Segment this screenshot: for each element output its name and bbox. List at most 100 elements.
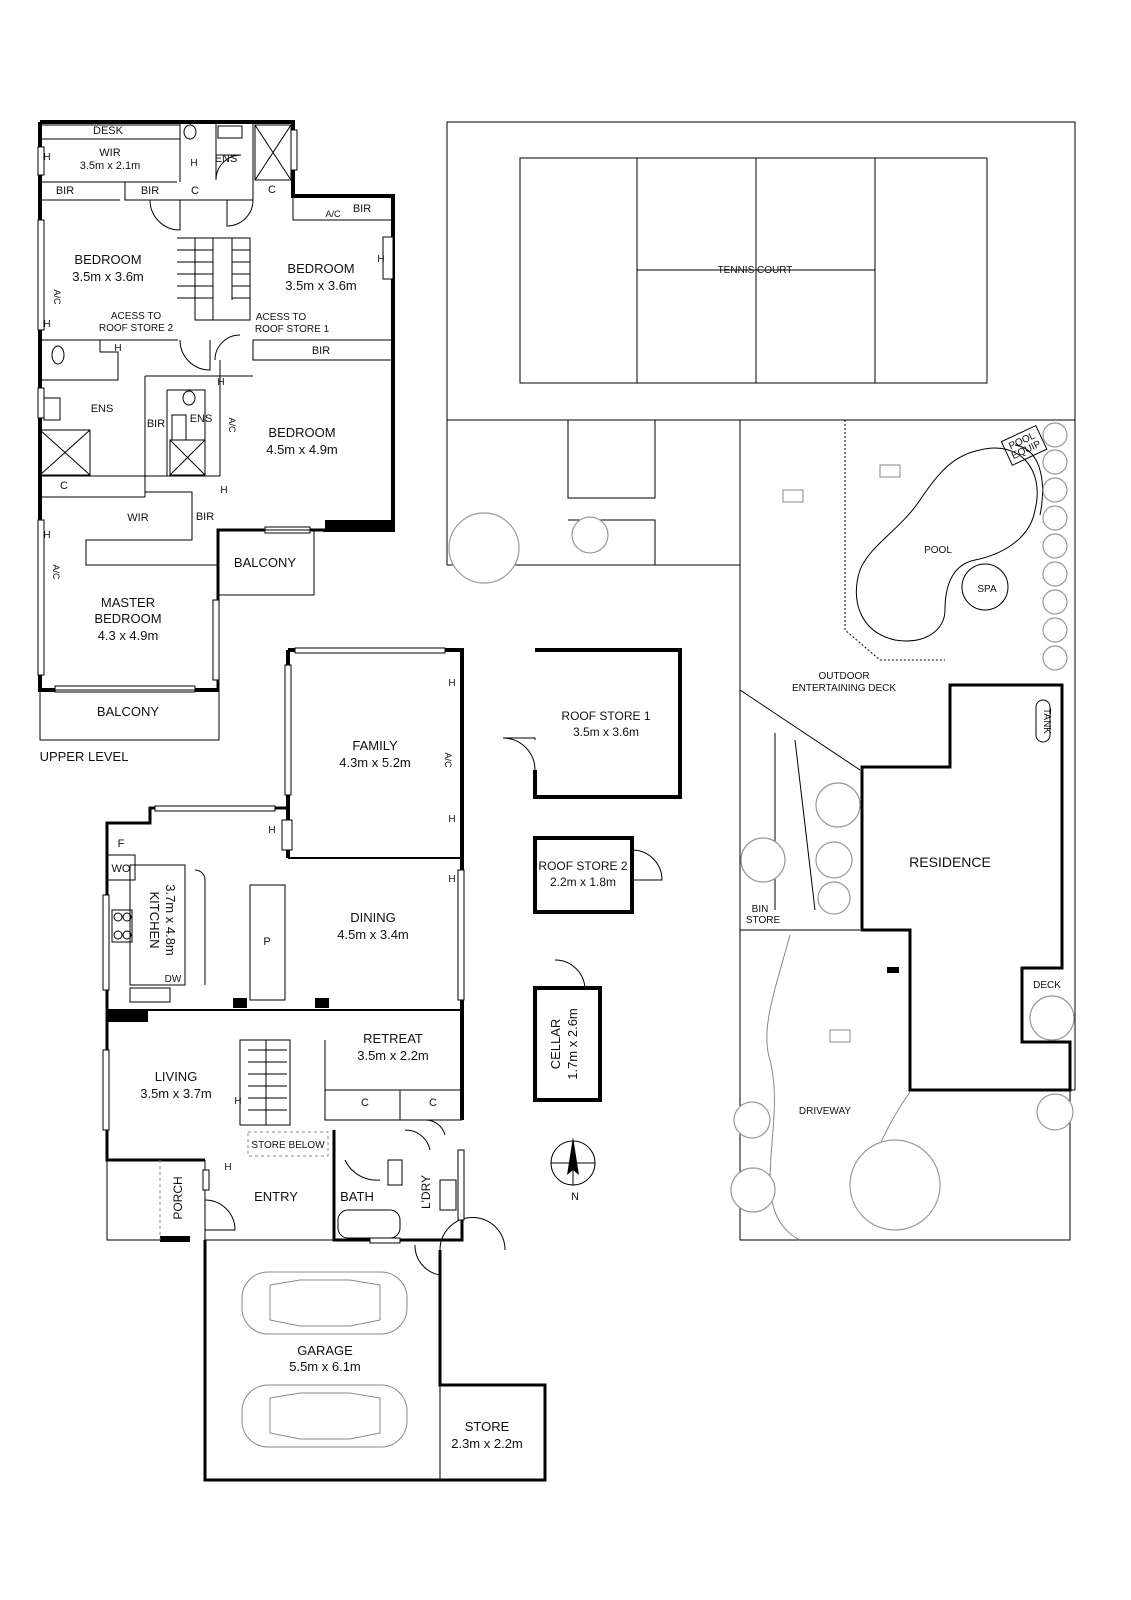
dishwasher-label: DW <box>165 974 182 985</box>
ac-label: A/C <box>227 417 237 433</box>
heater-mark: H <box>217 377 224 388</box>
wir-top-dim: 3.5m x 2.1m <box>80 160 141 172</box>
balcony-bottom-label: BALCONY <box>97 704 159 719</box>
site-plan: TENNIS COURT POOL SPA POOL EQUIP OUTDOOR… <box>446 121 1076 1241</box>
trees <box>448 422 1075 1231</box>
tennis-court-label: TENNIS COURT <box>718 265 793 276</box>
store-dim: 2.3m x 2.2m <box>451 1436 523 1451</box>
dining-name: DINING <box>350 910 396 925</box>
kitchen-name: KITCHEN <box>147 891 162 948</box>
bir-label: BIR <box>147 418 165 430</box>
outdoor-deck-line2: ENTERTAINING DECK <box>792 683 896 694</box>
bir-label: BIR <box>196 511 214 523</box>
outbuildings: ROOF STORE 1 3.5m x 3.6m ROOF STORE 2 2.… <box>502 648 682 1203</box>
living-name: LIVING <box>155 1069 198 1084</box>
cupboard-label: C <box>361 1097 369 1109</box>
roof-store-2-dim: 2.2m x 1.8m <box>550 875 616 889</box>
wall-oven-label: WO <box>112 863 131 875</box>
heater-mark: H <box>190 158 197 169</box>
access-roof-store-1-line2: ROOF STORE 1 <box>255 324 330 335</box>
heater-mark: H <box>448 814 455 825</box>
heater-mark: H <box>43 319 50 330</box>
access-roof-store-2-line1: ACESS TO <box>111 311 161 322</box>
heater-mark: H <box>114 343 121 354</box>
master-bedroom-line2: BEDROOM <box>94 611 161 626</box>
store-name: STORE <box>465 1419 510 1434</box>
heater-mark: H <box>43 152 50 163</box>
master-bedroom-line1: MASTER <box>101 595 155 610</box>
spa-label: SPA <box>977 584 997 595</box>
ensuite-top-label: ENS <box>215 153 238 165</box>
retreat-name: RETREAT <box>363 1031 423 1046</box>
store-below-label: STORE BELOW <box>251 1140 325 1151</box>
deck-label: DECK <box>1033 980 1061 991</box>
ensuite-mid-label: ENS <box>190 413 213 425</box>
bedroom-left-dim: 3.5m x 3.6m <box>72 269 144 284</box>
heater-mark: H <box>268 825 275 836</box>
wir-mid-label: WIR <box>127 512 148 524</box>
tank-label: TANK <box>1041 708 1052 734</box>
cellar-name: CELLAR <box>548 1019 563 1070</box>
access-roof-store-1-line1: ACESS TO <box>256 312 306 323</box>
heater-mark: H <box>43 530 50 541</box>
bedroom-right-name: BEDROOM <box>287 261 354 276</box>
car-outline <box>241 1271 408 1335</box>
heater-mark: H <box>234 1096 241 1107</box>
bedroom-right-dim: 3.5m x 3.6m <box>285 278 357 293</box>
ac-label: A/C <box>325 209 341 219</box>
ac-label: A/C <box>443 752 453 768</box>
outdoor-deck-line1: OUTDOOR <box>818 671 869 682</box>
balcony-right-label: BALCONY <box>234 555 296 570</box>
bedroom-left-name: BEDROOM <box>74 252 141 267</box>
family-name: FAMILY <box>352 738 398 753</box>
laundry-label: L'DRY <box>419 1175 433 1209</box>
bir-label: BIR <box>312 345 330 357</box>
roof-store-1-name: ROOF STORE 1 <box>561 709 650 723</box>
bedroom-mid-dim: 4.5m x 4.9m <box>266 442 338 457</box>
heater-mark: H <box>448 678 455 689</box>
upper-level-plan: H H H H H H H H DESK WIR 3.5m x 2.1m ENS… <box>37 120 395 764</box>
pool-label: POOL <box>924 545 952 556</box>
heater-mark: H <box>224 1162 231 1173</box>
garage-dim: 5.5m x 6.1m <box>289 1359 361 1374</box>
heater-mark: H <box>377 254 384 265</box>
bedroom-mid-name: BEDROOM <box>268 425 335 440</box>
cupboard-label: C <box>268 184 276 196</box>
bir-label: BIR <box>141 185 159 197</box>
residence-label: RESIDENCE <box>909 854 991 870</box>
cupboard-label: C <box>191 185 199 197</box>
entry-label: ENTRY <box>254 1189 298 1204</box>
family-dim: 4.3m x 5.2m <box>339 755 411 770</box>
ac-label: A/C <box>52 289 62 305</box>
bir-label: BIR <box>353 203 371 215</box>
cupboard-label: C <box>429 1097 437 1109</box>
car-outline <box>241 1384 408 1448</box>
living-dim: 3.5m x 3.7m <box>140 1086 212 1101</box>
retreat-dim: 3.5m x 2.2m <box>357 1048 429 1063</box>
bin-store-line1: BIN <box>752 904 769 915</box>
ensuite-left-label: ENS <box>91 403 114 415</box>
driveway-label: DRIVEWAY <box>799 1106 852 1117</box>
desk-label: DESK <box>93 125 124 137</box>
north-label: N <box>571 1191 579 1203</box>
bath-label: BATH <box>340 1189 374 1204</box>
bir-label: BIR <box>56 185 74 197</box>
garage-name: GARAGE <box>297 1343 353 1358</box>
ground-level-plan: FAMILY 4.3m x 5.2m A/C F WO KITCHEN 3.7m… <box>102 647 547 1482</box>
dining-dim: 4.5m x 3.4m <box>337 927 409 942</box>
pantry-label: P <box>263 936 270 948</box>
wir-top-name: WIR <box>99 147 120 159</box>
roof-store-1-dim: 3.5m x 3.6m <box>573 725 639 739</box>
kitchen-dim: 3.7m x 4.8m <box>163 884 178 956</box>
ac-label: A/C <box>51 564 61 580</box>
fridge-label: F <box>118 838 125 850</box>
upper-level-title: UPPER LEVEL <box>40 749 129 764</box>
access-roof-store-2-line2: ROOF STORE 2 <box>99 323 174 334</box>
cellar-dim: 1.7m x 2.6m <box>565 1008 580 1080</box>
master-bedroom-dim: 4.3 x 4.9m <box>98 628 159 643</box>
porch-label: PORCH <box>171 1176 185 1219</box>
north-arrow-icon: N <box>550 1137 596 1203</box>
cupboard-label: C <box>60 480 68 492</box>
roof-store-2-name: ROOF STORE 2 <box>538 859 627 873</box>
